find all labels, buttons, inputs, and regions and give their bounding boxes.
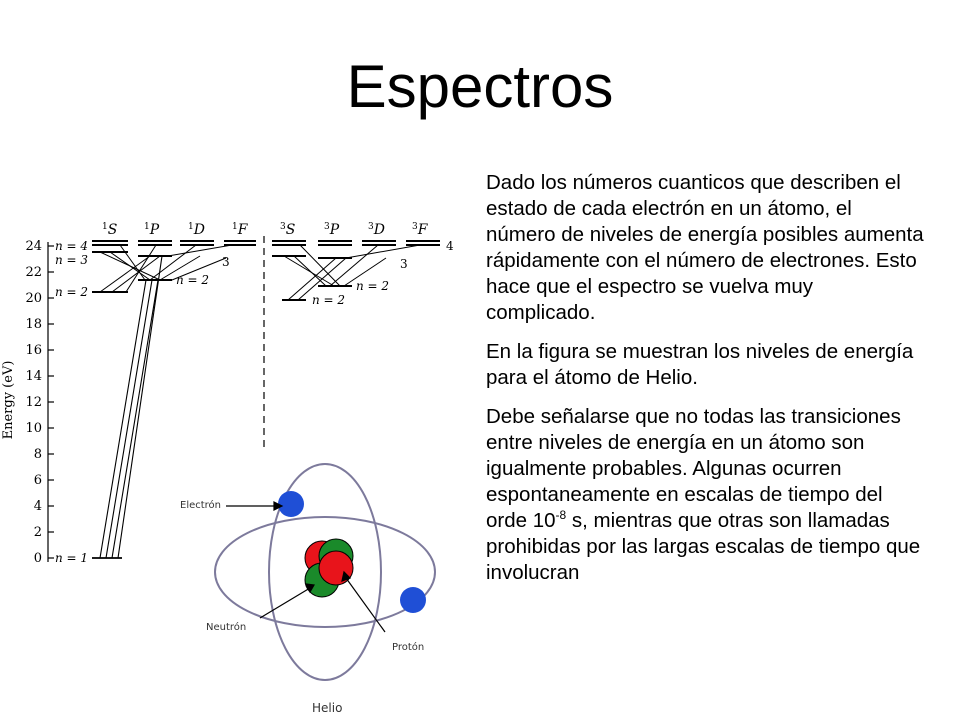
label-n2-triplet-b: n = 2 bbox=[312, 293, 345, 307]
term-3S: 3S bbox=[280, 222, 295, 238]
tick-label: 2 bbox=[34, 525, 42, 540]
label-four-triplet: 4 bbox=[446, 239, 454, 253]
term-symbols: 1S 1P 1D 1F 3S 3P 3D 3F bbox=[102, 222, 429, 238]
tick-label: 14 bbox=[25, 369, 42, 384]
label-three-triplet: 3 bbox=[400, 257, 408, 271]
orbit-horizontal bbox=[214, 516, 436, 628]
term-1P: 1P bbox=[144, 222, 160, 238]
paragraph-3-part-b: s, mientras que otras son llamadas prohi… bbox=[486, 509, 921, 584]
neutron-label: Neutrón bbox=[206, 621, 246, 633]
label-n4: n = 4 bbox=[55, 239, 88, 253]
tick-label: 22 bbox=[25, 265, 42, 280]
triplet-transitions bbox=[283, 244, 421, 301]
tick-label: 20 bbox=[25, 291, 42, 306]
energy-axis-tick-labels: 0 2 4 6 8 10 12 14 16 18 20 22 24 bbox=[25, 239, 42, 566]
singlet-levels bbox=[92, 240, 256, 293]
helium-atom-illustration: Electrón Neutrón Protón Helio bbox=[180, 463, 436, 715]
tick-label: 18 bbox=[25, 317, 42, 332]
paragraph-3-part-a: Debe señalarse que no todas las transici… bbox=[486, 405, 901, 532]
tick-label: 12 bbox=[25, 395, 42, 410]
nucleus bbox=[304, 538, 354, 598]
label-n2-triplet-a: n = 2 bbox=[356, 279, 389, 293]
energy-axis-label: Energy (eV) bbox=[1, 361, 16, 440]
slide-text-body: Dado los números cuanticos que describen… bbox=[486, 170, 926, 599]
tick-label: 4 bbox=[34, 499, 42, 514]
orbit-vertical bbox=[268, 463, 382, 681]
tick-label: 8 bbox=[34, 447, 42, 462]
paragraph-3: Debe señalarse que no todas las transici… bbox=[486, 404, 926, 586]
term-1D: 1D bbox=[188, 222, 205, 238]
label-n1: n = 1 bbox=[55, 551, 88, 565]
tick-label: 24 bbox=[25, 239, 42, 254]
neutron-pointer-line bbox=[259, 587, 311, 619]
proton-label: Protón bbox=[392, 641, 424, 653]
tick-label: 0 bbox=[34, 551, 42, 566]
energy-axis-ticks bbox=[48, 245, 54, 559]
proton-pointer-line bbox=[345, 577, 386, 633]
tick-label: 10 bbox=[25, 421, 42, 436]
term-1S: 1S bbox=[102, 222, 117, 238]
electron-arrowhead bbox=[273, 501, 284, 511]
tick-label: 16 bbox=[25, 343, 42, 358]
slide-title: Espectros bbox=[346, 53, 614, 120]
electron-sphere bbox=[278, 491, 304, 517]
singlet-transitions bbox=[99, 244, 233, 293]
paragraph-1: Dado los números cuanticos que describen… bbox=[486, 171, 924, 324]
term-1F: 1F bbox=[232, 222, 249, 238]
label-n2-singlet: n = 2 bbox=[176, 273, 209, 287]
proton-arrowhead bbox=[341, 570, 352, 582]
helium-energy-level-diagram: 0 2 4 6 8 10 12 14 16 18 20 22 24 Energy… bbox=[1, 222, 454, 566]
neutron-arrowhead bbox=[304, 583, 315, 594]
term-3F: 3F bbox=[412, 222, 429, 238]
ground-state-transitions bbox=[99, 255, 163, 559]
atom-caption: Helio bbox=[312, 701, 342, 715]
electron-sphere bbox=[400, 587, 426, 613]
electron-label: Electrón bbox=[180, 499, 221, 511]
triplet-levels bbox=[272, 240, 440, 301]
term-3D: 3D bbox=[368, 222, 385, 238]
paragraph-3-exponent: -8 bbox=[555, 508, 567, 523]
label-three-singlet: 3 bbox=[222, 255, 230, 269]
label-n3: n = 3 bbox=[55, 253, 88, 267]
label-n2: n = 2 bbox=[55, 285, 88, 299]
tick-label: 6 bbox=[34, 473, 42, 488]
term-3P: 3P bbox=[324, 222, 340, 238]
paragraph-2: En la figura se muestran los niveles de … bbox=[486, 340, 914, 389]
